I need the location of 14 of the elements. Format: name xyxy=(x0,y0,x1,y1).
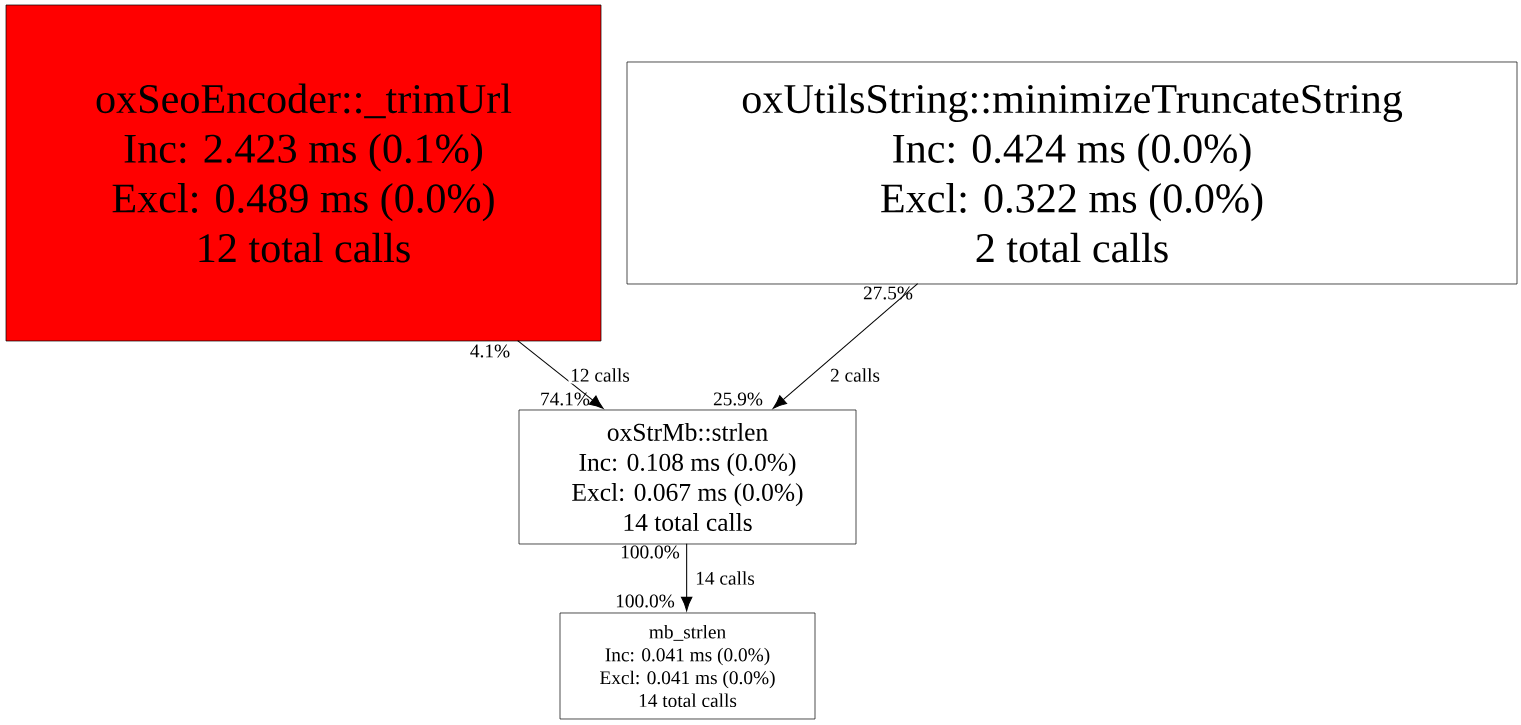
arrow xyxy=(680,543,693,612)
percent-label: 4.1% xyxy=(470,344,510,358)
function-box: oxStrMb::strlen Inc: 0.108 ms (0.0%) Excl: 0.067 ms (0.0%) 14 total calls xyxy=(518,409,857,545)
function-box: oxSeoEncoder::_trimUrl Inc: 2.423 ms (0.1%) Excl: 0.489 ms (0.0%) 12 total calls xyxy=(5,4,602,342)
edge-label: 2 calls xyxy=(828,366,882,384)
arrow xyxy=(772,283,919,409)
function-box: oxUtilsString::minimizeTruncateString Inc: 0.424 ms (0.0%) Excl: 0.322 ms (0.0%) 2 total calls xyxy=(626,61,1518,285)
percent-label: 100.0% xyxy=(621,545,680,559)
arrow xyxy=(517,340,604,409)
percent-label: 74.1% xyxy=(541,392,590,406)
edge-label: 14 calls xyxy=(693,569,757,587)
edge-label: 12 calls xyxy=(568,366,632,384)
percent-label: 100.0% xyxy=(616,594,675,608)
function-box: mb_strlen Inc: 0.041 ms (0.0%) Excl: 0.041 ms (0.0%) 14 total calls xyxy=(559,612,816,720)
